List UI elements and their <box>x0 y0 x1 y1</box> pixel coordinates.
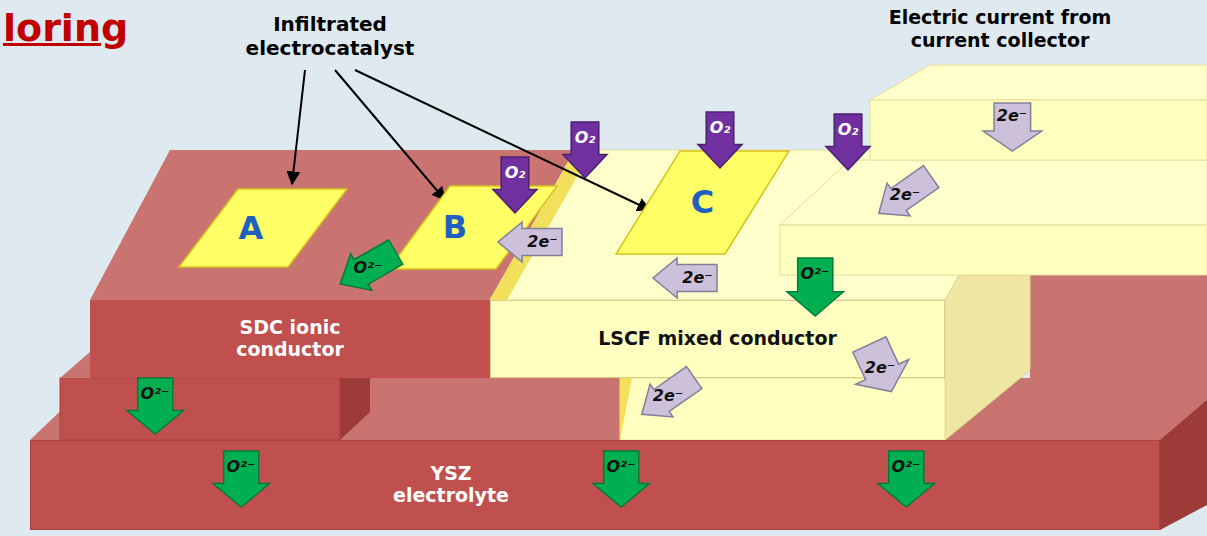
callout-label: Electric current from current collector <box>860 6 1140 52</box>
species-label: O₂ <box>505 164 526 182</box>
electron-arrow: 2e⁻ <box>982 102 1043 152</box>
collector-top <box>870 65 1207 100</box>
electrolyte-face: YSZ electrolyte O²⁻ O²⁻ O²⁻ <box>30 440 1160 530</box>
species-label: 2e⁻ <box>682 269 712 287</box>
oxygen-arrow-shape <box>698 112 742 168</box>
oxide-ion-arrow-shape <box>127 378 183 434</box>
electron-arrow-shape <box>653 258 717 298</box>
electron-arrow-shape <box>498 222 562 262</box>
oxide-ion-arrow-shape <box>330 234 406 302</box>
oxygen-arrow: O₂ <box>562 121 608 179</box>
species-label: O²⁻ <box>800 265 829 283</box>
electron-arrow: 2e⁻ <box>850 341 911 395</box>
oxygen-arrow-shape <box>563 122 607 178</box>
catalyst-patch-outline <box>388 185 558 270</box>
electron-arrow: 2e⁻ <box>497 221 563 263</box>
mixed-step-top <box>780 160 1207 225</box>
oxide-ion-arrow: O²⁻ <box>335 246 401 290</box>
label-slot: Electric current from current collector <box>860 6 1140 52</box>
species-label: O₂ <box>838 121 859 139</box>
slide-title: loring <box>3 6 128 50</box>
catalyst-patch-shape <box>389 186 557 269</box>
layer-name: YSZ electrolyte <box>376 463 526 507</box>
oxide-ion-arrow: O²⁻ <box>592 450 650 508</box>
oxide-ion-arrow: O²⁻ <box>877 450 935 508</box>
species-label: O²⁻ <box>606 458 635 476</box>
title-slot: loring <box>3 6 128 50</box>
species-label: 2e⁻ <box>653 387 683 405</box>
species-label: 2e⁻ <box>865 359 895 377</box>
label-slot: Infiltrated electrocatalyst <box>210 12 450 60</box>
catalyst-patch: B <box>388 185 558 270</box>
electron-arrow: 2e⁻ <box>872 174 938 216</box>
catalyst-patch-shape <box>179 189 347 267</box>
catalyst-patch-shape <box>616 151 789 254</box>
oxide-ion-arrow-shape <box>213 451 269 507</box>
species-label: 2e⁻ <box>997 107 1027 125</box>
species-label: O₂ <box>710 119 731 137</box>
electron-arrow-shape <box>630 361 705 430</box>
oxygen-arrow: O₂ <box>492 156 538 214</box>
layer-name: SDC ionic conductor <box>185 317 395 361</box>
catalyst-patch: C <box>615 150 790 255</box>
ionic-conductor-face: SDC ionic conductor <box>90 300 490 378</box>
ionic-step-top <box>60 352 90 378</box>
oxygen-arrow-shape <box>493 157 537 213</box>
oxide-ion-arrow-shape <box>878 451 934 507</box>
patch-letter: A <box>239 210 264 247</box>
patch-letter: B <box>443 209 467 246</box>
callout-label: Infiltrated electrocatalyst <box>210 12 450 60</box>
electron-arrow-shape <box>983 103 1042 151</box>
patch-letter: C <box>691 184 714 221</box>
electrolyte-side <box>1160 400 1207 530</box>
oxide-ion-arrow: O²⁻ <box>212 450 270 508</box>
oxide-ion-arrow: O²⁻ <box>126 377 184 435</box>
electron-arrow-shape <box>867 160 942 229</box>
ionic-step-side <box>340 378 370 440</box>
species-label: O²⁻ <box>891 458 920 476</box>
mixed-step-front <box>780 225 1207 275</box>
species-label: O²⁻ <box>226 458 255 476</box>
species-label: 2e⁻ <box>527 233 557 251</box>
oxide-ion-arrow: O²⁻ <box>786 257 844 317</box>
oxide-ion-arrow-shape <box>593 451 649 507</box>
oxygen-arrow: O₂ <box>697 111 743 169</box>
electron-arrow-shape <box>842 332 917 404</box>
electron-arrow: 2e⁻ <box>652 257 718 299</box>
leader-line <box>335 70 445 200</box>
species-label: O²⁻ <box>140 385 169 403</box>
species-label: 2e⁻ <box>890 186 920 204</box>
leader-line <box>292 70 305 184</box>
collector-front <box>870 100 1207 160</box>
ionic-step-front <box>60 378 340 440</box>
oxide-ion-arrow-shape <box>787 258 843 316</box>
catalyst-patch: A <box>178 188 348 268</box>
layer-name: LSCF mixed conductor <box>598 328 837 350</box>
species-label: O²⁻ <box>353 259 382 277</box>
mixed-lower-stripe <box>620 378 632 440</box>
species-label: O₂ <box>575 129 596 147</box>
oxygen-arrow-shape <box>826 114 870 170</box>
electron-arrow: 2e⁻ <box>635 375 701 417</box>
oxygen-arrow: O₂ <box>825 113 871 171</box>
